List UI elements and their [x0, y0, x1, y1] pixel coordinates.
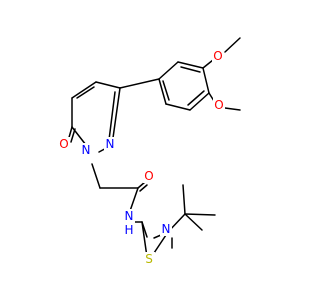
bond-pyridazinone-2 [71, 81, 97, 99]
ring-nitrogen-right: N [106, 137, 115, 151]
bond-benzene-3 [165, 103, 191, 111]
amide-nitrogen: N [125, 209, 134, 223]
bond-aryl-link [119, 78, 160, 89]
bond-benzene-inner-a [187, 90, 205, 106]
bond-benzene-1 [202, 67, 210, 94]
bond-benzene-inner-b [162, 80, 170, 101]
bond-methyl-mid [224, 107, 241, 111]
thiazole-sulfur: S [145, 252, 153, 266]
diagram-background [0, 0, 300, 300]
bond-n-to-ch2 [91, 163, 101, 189]
bond-ketone-double [70, 128, 76, 143]
bond-lines [67, 37, 241, 258]
amide-hydrogen: H [124, 223, 133, 237]
bond-tbutyl-methyl-1 [184, 213, 216, 216]
bond-benzene-6 [177, 61, 204, 69]
bond-amide-o-double [139, 184, 148, 192]
molecule-structure-diagram: O O O N N O N H N S [0, 0, 300, 300]
bond-thiazole-4 [141, 221, 148, 258]
methoxy-oxygen-middle: O [214, 98, 223, 112]
bond-tbutyl-methyl-3 [184, 213, 203, 231]
bond-benzene-2 [189, 92, 210, 111]
bond-benzene-inner-c [180, 66, 201, 73]
bond-amide-n [129, 187, 139, 212]
bond-benzene-5 [158, 61, 179, 80]
bond-pyridazinone-inner-b [108, 91, 116, 141]
amide-oxygen: O [144, 169, 153, 183]
bond-tbutyl-methyl-2 [182, 184, 186, 215]
thiazole-nitrogen: N [162, 222, 171, 236]
atom-labels: O O O N N O N H N S [58, 49, 225, 266]
bond-pyridazinone-inner-a [76, 86, 95, 99]
methoxy-oxygen-top: O [213, 49, 222, 63]
bond-methyl-top [224, 37, 241, 53]
ketone-oxygen: O [59, 137, 68, 151]
bond-pyridazinone-1 [95, 81, 121, 89]
bond-o-top-to-benzene [202, 59, 214, 69]
bond-pyridazinone-6 [111, 87, 121, 146]
bond-benzene-4 [158, 78, 167, 105]
ring-nitrogen-left: N [82, 143, 91, 157]
